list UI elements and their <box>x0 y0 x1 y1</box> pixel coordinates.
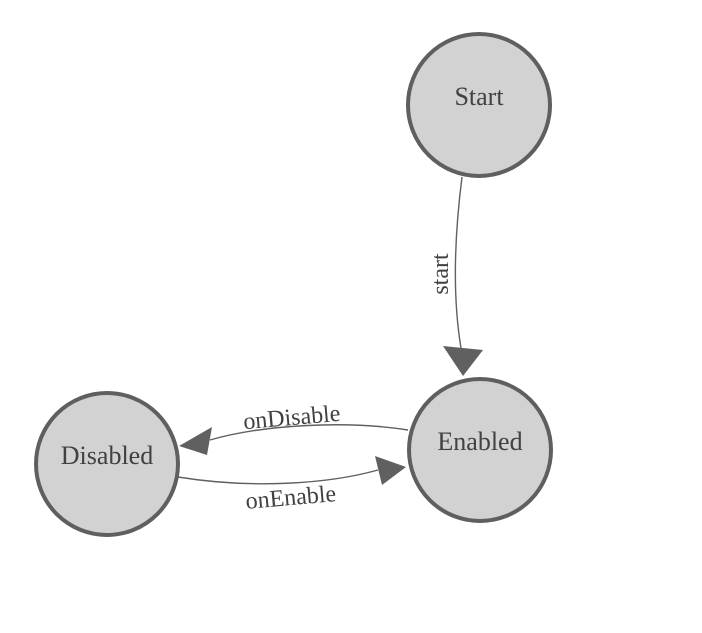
state-circle-enabled <box>407 377 553 523</box>
arrowhead-icon-ondisable <box>179 427 212 455</box>
edge-label-onenable: onEnable <box>245 481 338 515</box>
state-label-disabled: Disabled <box>61 441 153 470</box>
transition-edge-ondisable: onDisable <box>179 401 409 455</box>
transition-edge-start: start <box>428 176 483 376</box>
edge-label-ondisable: onDisable <box>242 401 341 435</box>
state-circle-disabled <box>34 391 180 537</box>
state-label-start: Start <box>454 82 504 111</box>
state-node-enabled: Enabled <box>407 377 553 523</box>
edge-line-start <box>454 176 463 349</box>
state-node-start: Start <box>406 32 552 178</box>
state-label-enabled: Enabled <box>437 427 522 456</box>
state-circle-start <box>406 32 552 178</box>
arrowhead-icon-start <box>443 346 483 376</box>
edge-label-start: start <box>428 253 454 295</box>
transition-edge-onenable: onEnable <box>177 456 406 515</box>
arrowhead-icon-onenable <box>375 456 406 485</box>
edge-line-ondisable <box>209 424 409 441</box>
state-node-disabled: Disabled <box>34 391 180 537</box>
edge-line-onenable <box>177 469 379 485</box>
